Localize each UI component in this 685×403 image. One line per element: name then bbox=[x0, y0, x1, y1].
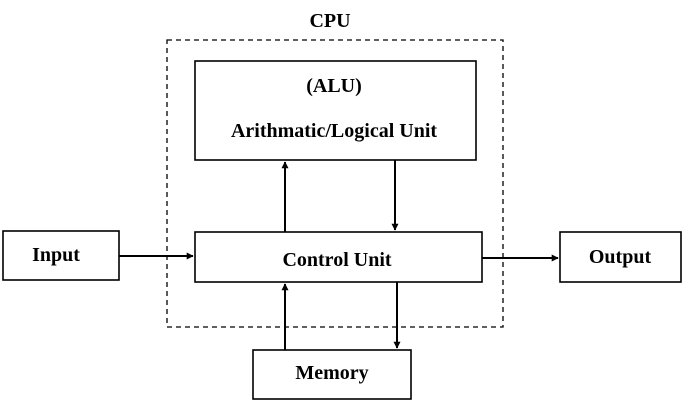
cpu-label: CPU bbox=[309, 10, 350, 32]
memory-label: Memory bbox=[295, 362, 368, 384]
memory-box bbox=[252, 349, 412, 400]
output-label: Output bbox=[589, 246, 652, 268]
control-unit-block: Control Unit bbox=[194, 231, 483, 283]
output-box bbox=[559, 231, 682, 283]
input-label: Input bbox=[32, 244, 80, 266]
cpu-boundary bbox=[166, 39, 504, 328]
control-unit-label: Control Unit bbox=[282, 249, 391, 271]
alu-block: (ALU) Arithmatic/Logical Unit bbox=[194, 60, 477, 161]
input-box bbox=[2, 230, 120, 281]
control-unit-box bbox=[194, 231, 483, 283]
memory-block: Memory bbox=[252, 349, 412, 400]
output-block: Output bbox=[559, 231, 682, 283]
alu-box bbox=[194, 60, 477, 161]
alu-abbr-label: (ALU) bbox=[306, 75, 362, 97]
input-block: Input bbox=[2, 230, 120, 281]
alu-name-label: Arithmatic/Logical Unit bbox=[231, 120, 437, 142]
